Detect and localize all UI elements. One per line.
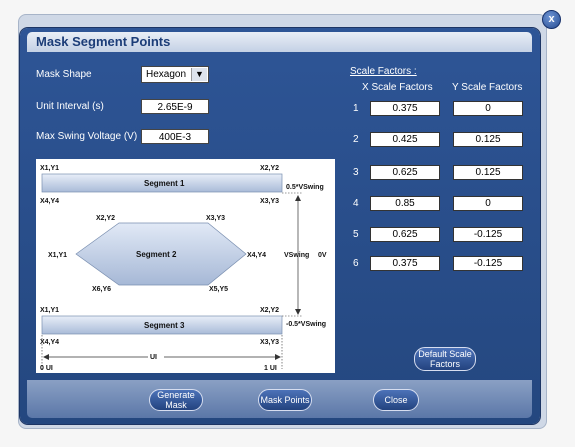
row-index: 1 <box>353 103 359 114</box>
seg3-br-label: X3,Y3 <box>260 339 279 346</box>
dropdown-arrow-icon[interactable]: ▼ <box>191 68 207 81</box>
seg1-br-label: X3,Y3 <box>260 198 279 205</box>
seg1-tr-label: X2,Y2 <box>260 165 279 172</box>
seg3-tr-label: X2,Y2 <box>260 307 279 314</box>
x-scale-input-4[interactable]: 0.85 <box>370 196 440 211</box>
segment-2-hexagon <box>75 222 247 286</box>
seg2-p6-label: X6,Y6 <box>92 286 111 293</box>
row-index: 2 <box>353 134 359 145</box>
segment-3-bar <box>41 315 283 335</box>
segment-1-bar <box>41 173 283 193</box>
seg2-p5-label: X5,Y5 <box>209 286 228 293</box>
row-index: 4 <box>353 198 359 209</box>
row-index: 3 <box>353 167 359 178</box>
seg2-p3-label: X3,Y3 <box>206 215 225 222</box>
segment-2-title: Segment 2 <box>136 250 177 259</box>
row-index: 6 <box>353 258 359 269</box>
mask-points-button[interactable]: Mask Points <box>258 389 312 411</box>
scale-factors-heading: Scale Factors : <box>350 66 417 77</box>
mask-shape-value: Hexagon <box>146 69 187 80</box>
seg1-bl-label: X4,Y4 <box>40 198 59 205</box>
mask-shape-label: Mask Shape <box>36 69 92 80</box>
pos-vswing-label: 0.5*VSwing <box>286 184 324 191</box>
zero-ui-label: 0 UI <box>40 365 53 372</box>
y-scale-input-3[interactable]: 0.125 <box>453 165 523 180</box>
segment-1-title: Segment 1 <box>144 179 185 188</box>
x-scale-input-2[interactable]: 0.425 <box>370 132 440 147</box>
x-scale-input-1[interactable]: 0.375 <box>370 101 440 116</box>
seg2-p2-label: X2,Y2 <box>96 215 115 222</box>
mask-segment-points-dialog: Mask Segment Points Mask Shape Hexagon ▼… <box>20 28 540 424</box>
generate-mask-button[interactable]: Generate Mask <box>149 389 203 411</box>
mask-shape-dropdown[interactable]: Hexagon ▼ <box>141 66 209 83</box>
y-scale-input-6[interactable]: -0.125 <box>453 256 523 271</box>
unit-interval-label: Unit Interval (s) <box>36 101 104 112</box>
one-ui-label: 1 UI <box>264 365 277 372</box>
x-scale-input-3[interactable]: 0.625 <box>370 165 440 180</box>
neg-vswing-label: -0.5*VSwing <box>286 321 326 328</box>
seg2-p4-label: X4,Y4 <box>247 252 266 259</box>
segment-3-title: Segment 3 <box>144 321 185 330</box>
y-scale-input-5[interactable]: -0.125 <box>453 227 523 242</box>
row-index: 5 <box>353 229 359 240</box>
unit-interval-input[interactable]: 2.65E-9 <box>141 99 209 114</box>
y-scale-input-2[interactable]: 0.125 <box>453 132 523 147</box>
x-scale-input-5[interactable]: 0.625 <box>370 227 440 242</box>
x-scale-header: X Scale Factors <box>362 82 433 93</box>
seg2-p1-label: X1,Y1 <box>48 252 67 259</box>
max-swing-input[interactable]: 400E-3 <box>141 129 209 144</box>
y-scale-input-1[interactable]: 0 <box>453 101 523 116</box>
close-button[interactable]: Close <box>373 389 419 411</box>
ui-label: UI <box>150 354 157 361</box>
mask-diagram: Segment 1 X1,Y1 X2,Y2 X4,Y4 X3,Y3 Segmen… <box>36 159 335 373</box>
zero-v-label: 0V <box>318 252 327 259</box>
y-scale-header: Y Scale Factors <box>452 82 523 93</box>
y-scale-input-4[interactable]: 0 <box>453 196 523 211</box>
x-scale-input-6[interactable]: 0.375 <box>370 256 440 271</box>
seg3-tl-label: X1,Y1 <box>40 307 59 314</box>
seg3-bl-label: X4,Y4 <box>40 339 59 346</box>
dialog-title: Mask Segment Points <box>27 32 532 52</box>
default-scale-factors-button[interactable]: Default Scale Factors <box>414 347 476 371</box>
close-icon[interactable]: x <box>542 10 561 29</box>
vswing-label: VSwing <box>284 252 309 259</box>
seg1-tl-label: X1,Y1 <box>40 165 59 172</box>
max-swing-label: Max Swing Voltage (V) <box>36 131 138 142</box>
